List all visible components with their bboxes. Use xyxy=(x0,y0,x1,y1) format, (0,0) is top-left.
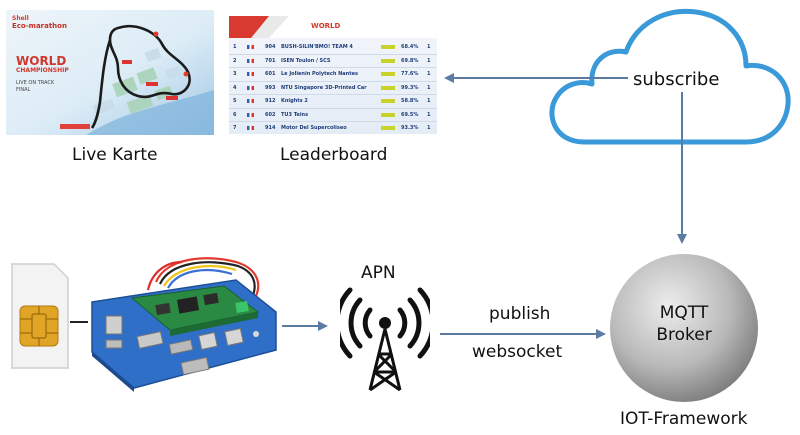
live-map-label: Live Karte xyxy=(72,145,158,165)
leaderboard-label: Leaderboard xyxy=(280,145,388,165)
leaderboard-pos: 4 xyxy=(233,84,237,91)
leaderboard-number: 701 xyxy=(265,57,276,64)
websocket-label: websocket xyxy=(472,342,563,362)
apn-label: APN xyxy=(361,263,396,283)
leaderboard-row: 2 701 ISEN Toulon / SCS 69.8% 1 xyxy=(229,55,437,68)
leaderboard-pos: 3 xyxy=(233,71,237,77)
sim-card-icon xyxy=(11,263,69,369)
leaderboard-team: Knights 2 xyxy=(281,98,308,104)
leaderboard-percent: 69.8% xyxy=(401,57,419,64)
leaderboard-pos: 1 xyxy=(233,44,237,50)
leaderboard-row: 5 912 Knights 2 58.8% 1 xyxy=(229,95,437,109)
subscribe-label: subscribe xyxy=(633,69,720,90)
iot-framework-label: IOT-Framework xyxy=(620,409,748,429)
leaderboard-screen: WORLD 1 904 BUSH-SILIN'BMO! TEAM 4 68.4% 1 2 7… xyxy=(229,16,437,134)
leaderboard-title: WORLD xyxy=(311,22,341,30)
leaderboard-pos: 7 xyxy=(233,125,237,131)
live-map-graphic xyxy=(6,10,214,135)
leaderboard-lap: 1 xyxy=(427,111,431,118)
leaderboard-number: 912 xyxy=(265,98,276,104)
leaderboard-row: 1 904 BUSH-SILIN'BMO! TEAM 4 68.4% 1 xyxy=(229,41,437,55)
embedded-board-graphic xyxy=(91,257,277,392)
leaderboard-flag-icon xyxy=(247,58,254,63)
live-map-screen: Shell Eco-marathon WORLD CHAMPIONSHIP LI… xyxy=(6,10,214,135)
leaderboard-lap: 1 xyxy=(427,125,431,131)
broker-label: MQTT Broker xyxy=(608,302,760,346)
leaderboard-percent: 68.4% xyxy=(401,44,419,50)
leaderboard-rows: 1 904 BUSH-SILIN'BMO! TEAM 4 68.4% 1 2 701 ISEN… xyxy=(229,41,437,134)
leaderboard-number: 914 xyxy=(265,125,276,131)
leaderboard-percent: 93.3% xyxy=(401,125,419,131)
leaderboard-row: 3 601 Le Jolienin Polytech Nantes 77.6% 1 xyxy=(229,68,437,82)
leaderboard-pos: 2 xyxy=(233,57,237,64)
leaderboard-header: WORLD xyxy=(229,16,437,38)
broker-label-line2: Broker xyxy=(656,325,712,345)
map-brand: Shell xyxy=(12,15,29,22)
leaderboard-energy-bar xyxy=(381,85,395,90)
leaderboard-flag-icon xyxy=(247,126,254,130)
leaderboard-energy-bar xyxy=(381,45,395,49)
leaderboard-flag-icon xyxy=(247,45,254,49)
leaderboard-percent: 77.6% xyxy=(401,71,419,77)
leaderboard-energy-bar xyxy=(381,72,395,76)
map-event: Eco-marathon xyxy=(12,22,67,30)
leaderboard-team: BUSH-SILIN'BMO! TEAM 4 xyxy=(281,44,353,50)
antenna-tower-icon xyxy=(340,287,430,392)
leaderboard-team: TU3 Teins xyxy=(281,111,309,118)
leaderboard-team: NTU Singapore 3D-Printed Car xyxy=(281,84,367,91)
leaderboard-pos: 5 xyxy=(233,98,237,104)
leaderboard-energy-bar xyxy=(381,58,395,63)
leaderboard-lap: 1 xyxy=(427,98,431,104)
header-flag-graphic xyxy=(229,16,289,38)
leaderboard-number: 993 xyxy=(265,84,276,91)
leaderboard-flag-icon xyxy=(247,112,254,117)
leaderboard-team: ISEN Toulon / SCS xyxy=(281,57,331,64)
leaderboard-percent: 99.3% xyxy=(401,84,419,91)
leaderboard-flag-icon xyxy=(247,72,254,76)
leaderboard-number: 601 xyxy=(265,71,276,77)
leaderboard-percent: 69.5% xyxy=(401,111,419,118)
mqtt-broker-sphere xyxy=(610,254,758,402)
leaderboard-pos: 6 xyxy=(233,111,237,118)
leaderboard-flag-icon xyxy=(247,99,254,103)
leaderboard-team: Motor Del Supercoliseo xyxy=(281,125,347,131)
leaderboard-row: 6 602 TU3 Teins 69.5% 1 xyxy=(229,109,437,122)
leaderboard-row: 7 914 Motor Del Supercoliseo 93.3% 1 xyxy=(229,122,437,134)
leaderboard-lap: 1 xyxy=(427,44,431,50)
leaderboard-lap: 1 xyxy=(427,84,431,91)
leaderboard-percent: 58.8% xyxy=(401,98,419,104)
leaderboard-energy-bar xyxy=(381,126,395,130)
leaderboard-lap: 1 xyxy=(427,57,431,64)
leaderboard-number: 904 xyxy=(265,44,276,50)
leaderboard-energy-bar xyxy=(381,99,395,103)
map-title: WORLD CHAMPIONSHIP xyxy=(16,54,69,74)
leaderboard-team: Le Jolienin Polytech Nantes xyxy=(281,71,358,77)
publish-label: publish xyxy=(489,304,551,324)
broker-label-line1: MQTT xyxy=(659,303,709,323)
leaderboard-number: 602 xyxy=(265,111,276,118)
leaderboard-lap: 1 xyxy=(427,71,431,77)
cloud-icon xyxy=(549,8,791,145)
leaderboard-row: 4 993 NTU Singapore 3D-Printed Car 99.3% 1 xyxy=(229,82,437,95)
leaderboard-flag-icon xyxy=(247,85,254,90)
leaderboard-energy-bar xyxy=(381,112,395,117)
map-subtitle: LIVE ON TRACK FINAL xyxy=(16,80,55,93)
